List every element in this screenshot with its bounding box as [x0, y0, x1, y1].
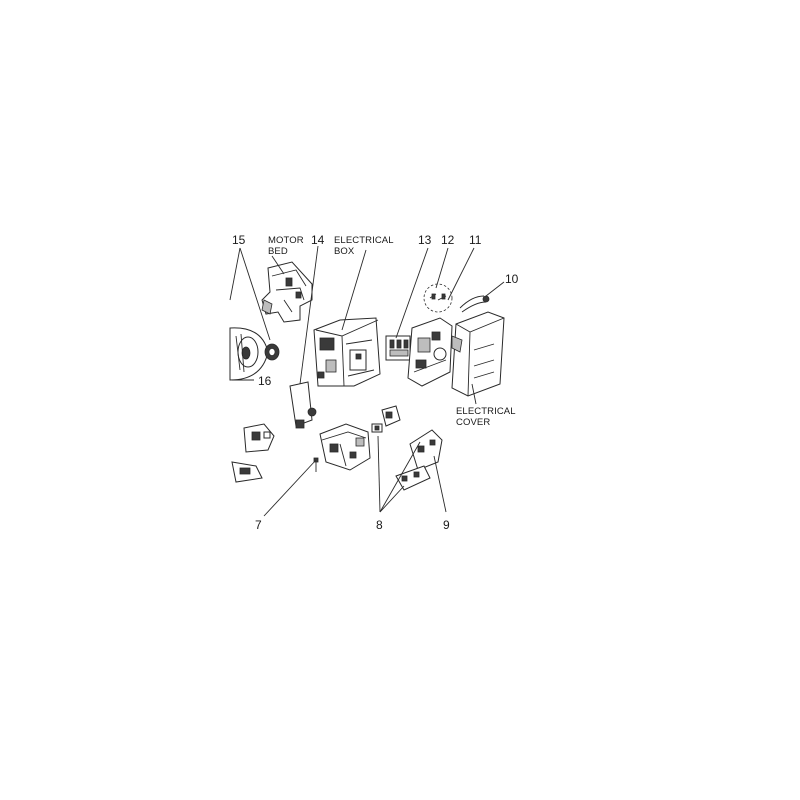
callout-14: 14: [311, 233, 325, 247]
left-bracket-part: [231, 423, 275, 483]
circuit-board-part: [407, 317, 453, 387]
callout-7: 7: [255, 518, 262, 532]
callout-13: 13: [418, 233, 432, 247]
callout-11: 11: [469, 233, 482, 247]
motor-part: [229, 327, 269, 381]
motor-bed-part: [261, 261, 313, 323]
motor-bed-label-line1: MOTOR: [268, 235, 304, 246]
motor-bed-label-line2: BED: [268, 246, 288, 257]
callout-8: 8: [376, 518, 383, 532]
callout-12: 12: [441, 233, 455, 247]
callout-10: 10: [505, 272, 519, 286]
wire-harness-part: [423, 283, 490, 313]
callout-9: 9: [443, 518, 450, 532]
electrical-cover-label-line1: ELECTRICAL: [456, 406, 516, 417]
cover-plate-part: [289, 381, 317, 429]
electrical-box-label-line2: BOX: [334, 246, 355, 257]
electrical-box-label-line1: ELECTRICAL: [334, 235, 394, 246]
motor-washer-part: [264, 343, 280, 361]
limit-switch-part: [371, 405, 401, 433]
leader-lines: [229, 245, 505, 517]
callout-15: 15: [232, 233, 246, 247]
switch-bracket-part: [319, 423, 371, 471]
limit-switch-assembly-part: [395, 429, 443, 491]
electrical-box-part: [313, 317, 381, 387]
terminal-block-part: [385, 335, 411, 361]
electrical-cover-label-line2: COVER: [456, 417, 490, 428]
callout-16: 16: [258, 374, 272, 388]
electrical-cover-part: [451, 311, 505, 397]
